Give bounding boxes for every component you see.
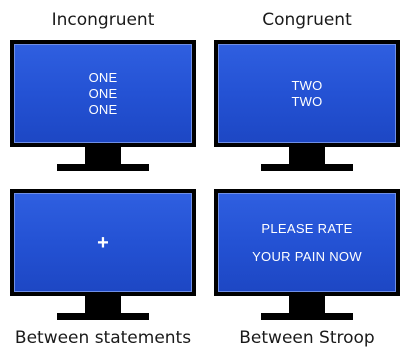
incongruent-word-3: ONE xyxy=(88,101,118,117)
monitor-neck xyxy=(289,147,325,164)
between-statements-monitor: + xyxy=(10,189,196,320)
rate-prompt-line-1: PLEASE RATE xyxy=(261,220,353,236)
monitor-base xyxy=(261,313,353,320)
congruent-monitor: TWO TWO xyxy=(214,40,400,171)
monitor-base xyxy=(57,313,149,320)
incongruent-label: Incongruent xyxy=(51,10,155,30)
between-stroop-label: Between Stroop xyxy=(239,328,375,348)
monitor-neck xyxy=(289,296,325,313)
rate-prompt-line-2: YOUR PAIN NOW xyxy=(252,248,362,264)
congruent-label: Congruent xyxy=(262,10,352,30)
between-statements-screen: + xyxy=(10,189,196,296)
monitor-neck xyxy=(85,147,121,164)
incongruent-word-1: ONE xyxy=(88,69,118,85)
incongruent-word-2: ONE xyxy=(88,85,118,101)
congruent-word-2: TWO xyxy=(291,93,323,109)
between-stroop-monitor: PLEASE RATE YOUR PAIN NOW xyxy=(214,189,400,320)
congruent-screen: TWO TWO xyxy=(214,40,400,147)
congruent-word-1: TWO xyxy=(291,77,323,93)
fixation-cross: + xyxy=(97,231,109,254)
incongruent-monitor: ONE ONE ONE xyxy=(10,40,196,171)
incongruent-screen: ONE ONE ONE xyxy=(10,40,196,147)
monitor-neck xyxy=(85,296,121,313)
monitor-base xyxy=(57,164,149,171)
monitor-base xyxy=(261,164,353,171)
between-stroop-screen: PLEASE RATE YOUR PAIN NOW xyxy=(214,189,400,296)
between-statements-label: Between statements xyxy=(14,328,192,348)
